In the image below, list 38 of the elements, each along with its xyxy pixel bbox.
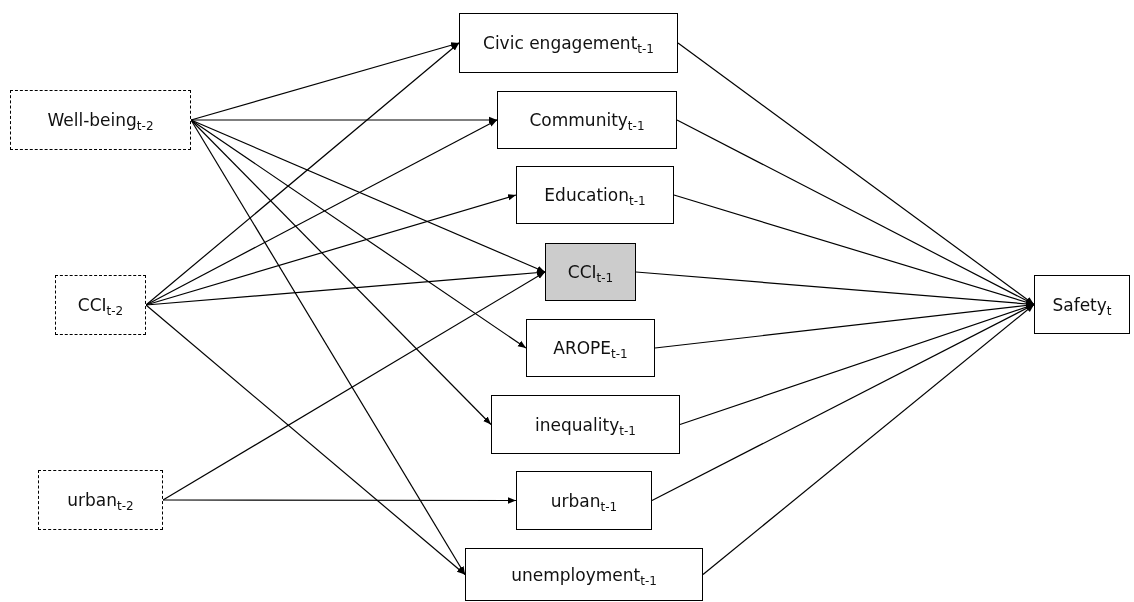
arrow	[190, 119, 527, 349]
variable-label: urban$_{t-2}$	[67, 490, 134, 510]
variable-label: Safety$_{t}$	[1052, 294, 1112, 315]
variable-label: inequality$_{t-1}$	[535, 414, 636, 435]
variable-box	[526, 319, 655, 377]
variable-label: Well-being$_{t-2}$	[47, 110, 154, 130]
variable-label: urban$_{t-1}$	[550, 490, 618, 511]
arrow	[676, 119, 1035, 306]
variable-box	[465, 548, 703, 601]
arrow	[145, 269, 546, 306]
arrow	[677, 42, 1035, 306]
variable-label: Education$_{t-1}$	[544, 185, 646, 205]
arrow	[702, 303, 1035, 576]
arrow	[190, 119, 546, 273]
dashed-variable-box	[38, 470, 163, 530]
variable-box	[545, 243, 636, 301]
variable-label: CCI$_{t-1}$	[567, 262, 614, 282]
arrow	[162, 497, 517, 504]
arrow	[145, 119, 498, 306]
variable-box	[459, 13, 678, 73]
variable-label: unemployment$_{t-1}$	[511, 564, 657, 585]
arrow	[145, 304, 466, 576]
arrow	[162, 271, 546, 501]
variable-label: AROPE$_{t-1}$	[553, 338, 628, 358]
arrow	[145, 42, 460, 306]
variable-box	[491, 395, 680, 454]
variable-box	[1034, 275, 1130, 334]
variable-box	[497, 91, 677, 149]
arrow	[190, 119, 492, 426]
dashed-variable-box	[10, 90, 191, 150]
variable-box	[516, 166, 674, 224]
arrow	[190, 116, 498, 124]
variable-label: CCI$_{t-2}$	[77, 295, 124, 315]
variable-label: Civic engagement$_{t-1}$	[483, 33, 654, 53]
variable-label: Community$_{t-1}$	[529, 110, 645, 130]
variable-box	[516, 471, 652, 530]
arrow	[190, 119, 466, 576]
dashed-variable-box	[55, 275, 146, 335]
